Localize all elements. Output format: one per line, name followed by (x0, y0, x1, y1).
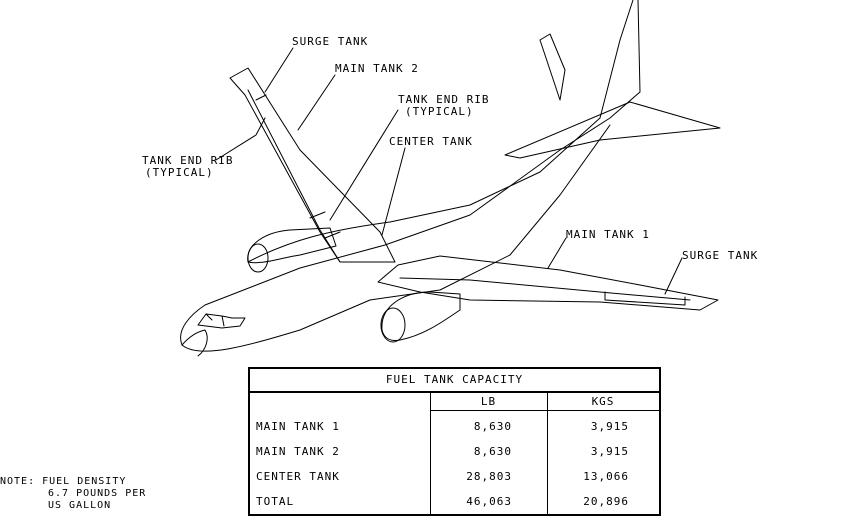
row-name-main-tank-2: MAIN TANK 2 (256, 445, 340, 458)
left-wing-outline (229, 67, 396, 263)
row-lb-total: 46,063 (466, 495, 512, 508)
left-wing-tank-line (247, 89, 341, 263)
table-divider-2 (547, 391, 548, 514)
table-header-rule (430, 410, 659, 411)
table-title: FUEL TANK CAPACITY (250, 369, 659, 393)
fuselage-top (247, 0, 634, 263)
right-engine-inlet (380, 307, 406, 343)
label-tank-end-rib-left: TANK END RIB (142, 154, 234, 167)
fuselage-outline (180, 0, 641, 346)
label-surge-tank-right: SURGE TANK (682, 249, 759, 262)
row-name-main-tank-1: MAIN TANK 1 (256, 420, 340, 433)
left-engine-inlet (247, 243, 269, 273)
left-wing-rib (255, 94, 341, 239)
fuel-tank-capacity-table: FUEL TANK CAPACITY LB KGS MAIN TANK 1 8,… (248, 367, 661, 516)
label-tank-end-rib-right: TANK END RIB (398, 93, 490, 106)
row-lb-center-tank: 28,803 (466, 470, 512, 483)
table-divider-1 (430, 391, 431, 514)
fuselage-lower (181, 124, 611, 352)
leader-surge-tank-left (264, 47, 294, 93)
label-main-tank-2: MAIN TANK 2 (335, 62, 419, 75)
row-lb-main-tank-2: 8,630 (473, 445, 512, 458)
vertical-stabilizer (539, 33, 566, 101)
fuel-density-note: NOTE: FUEL DENSITY 6.7 POUNDS PER US GAL… (0, 476, 146, 512)
leader-tank-end-rib-left (215, 117, 266, 161)
leader-center-tank (381, 147, 406, 236)
row-lb-main-tank-1: 8,630 (473, 420, 512, 433)
cockpit-windows (197, 313, 246, 329)
right-wing-tank-line (399, 277, 691, 301)
row-name-center-tank: CENTER TANK (256, 470, 340, 483)
leader-main-tank-1 (547, 237, 567, 269)
row-kgs-center-tank: 13,066 (583, 470, 629, 483)
row-kgs-total: 20,896 (583, 495, 629, 508)
column-header-kgs: KGS (591, 395, 615, 408)
label-tank-end-rib-left-typical: (TYPICAL) (145, 166, 214, 179)
right-wing-surge-box (604, 291, 686, 306)
row-name-total: TOTAL (256, 495, 295, 508)
left-engine (247, 227, 337, 264)
horizontal-stabilizer (504, 101, 721, 159)
note-line-3: US GALLON (48, 500, 112, 511)
right-engine (381, 291, 461, 341)
right-wing-outline (377, 255, 719, 311)
column-header-lb: LB (480, 395, 497, 408)
label-surge-tank-left: SURGE TANK (292, 35, 369, 48)
label-center-tank: CENTER TANK (389, 135, 473, 148)
label-tank-end-rib-right-typical: (TYPICAL) (405, 105, 474, 118)
row-kgs-main-tank-2: 3,915 (590, 445, 629, 458)
leader-tank-end-rib-right (329, 109, 399, 221)
note-line-2: 6.7 POUNDS PER (48, 488, 147, 499)
nose-cone (181, 329, 208, 357)
row-kgs-main-tank-1: 3,915 (590, 420, 629, 433)
leader-surge-tank-right (664, 257, 683, 295)
label-main-tank-1: MAIN TANK 1 (566, 228, 650, 241)
note-line-1: NOTE: FUEL DENSITY (0, 476, 127, 487)
leader-main-tank-2 (297, 74, 336, 131)
